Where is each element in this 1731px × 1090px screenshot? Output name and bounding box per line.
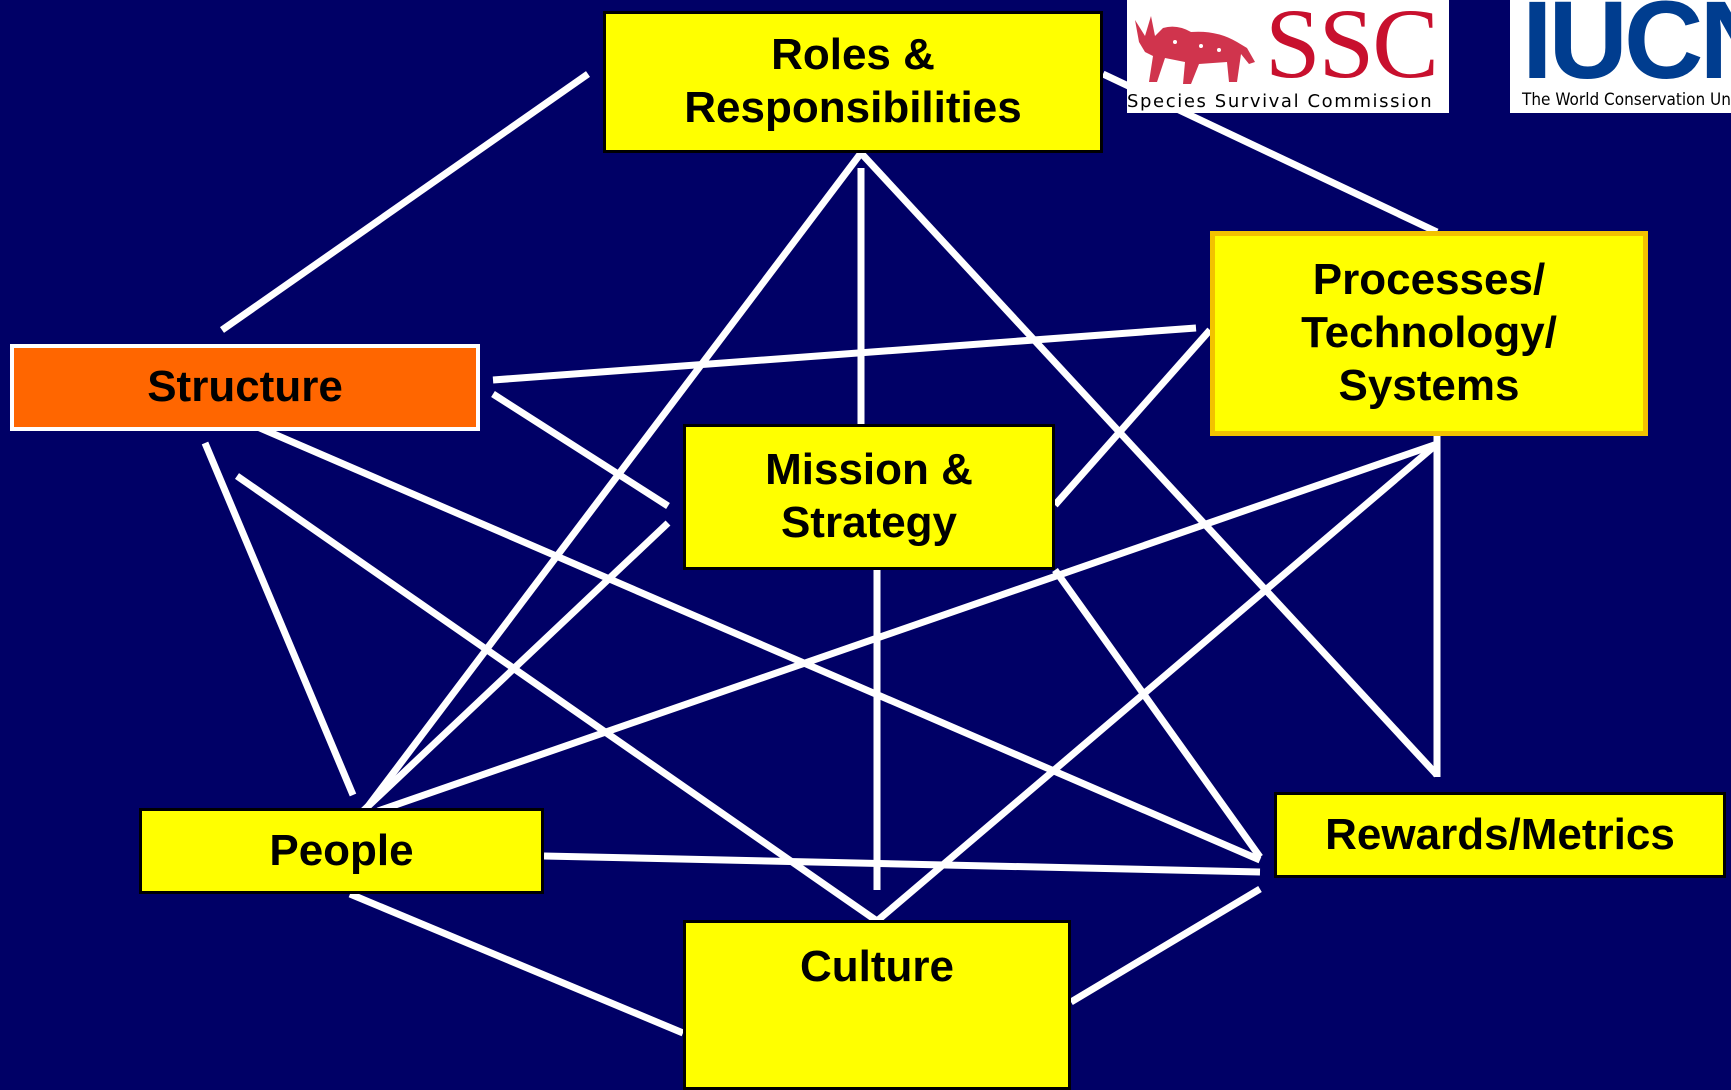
ssc-logo: SSC Species Survival Commission	[1127, 0, 1449, 113]
rock-art-animal-icon	[1135, 16, 1255, 84]
connector-culture-rewards	[1069, 885, 1262, 1006]
node-processes-technology-systems: Processes/ Technology/ Systems	[1210, 231, 1648, 436]
connector-structure-culture	[235, 473, 879, 924]
node-people: People	[139, 808, 544, 894]
iucn-acronym: IUCN	[1522, 0, 1731, 102]
connector-structure-processes	[492, 324, 1197, 384]
connector-mission-people	[360, 520, 671, 814]
connector-roles-rewards	[858, 150, 1440, 778]
ssc-acronym: SSC	[1265, 0, 1439, 99]
node-rewards-metrics: Rewards/Metrics	[1274, 792, 1726, 878]
connector-processes-people	[376, 440, 1439, 815]
ssc-full-name: Species Survival Commission	[1127, 91, 1434, 112]
node-roles-responsibilities: Roles & Responsibilities	[603, 11, 1103, 153]
iucn-logo: IUCN The World Conservation Union	[1510, 0, 1731, 113]
connector-processes-mission	[1052, 327, 1213, 508]
node-culture: Culture	[683, 920, 1071, 1090]
connector-roles-people	[360, 150, 864, 816]
connector-mission-rewards	[1052, 567, 1263, 860]
connector-structure-mission	[491, 391, 670, 509]
connector-structure-roles	[219, 71, 591, 333]
connector-people-culture	[348, 890, 685, 1037]
connector-structure-rewards	[251, 421, 1262, 864]
iucn-full-name: The World Conservation Union	[1522, 90, 1731, 110]
connector-structure-people	[201, 441, 357, 797]
node-mission-strategy: Mission & Strategy	[683, 424, 1055, 570]
connector-processes-culture	[874, 441, 1440, 924]
node-structure: Structure	[10, 344, 480, 431]
connector-people-rewards	[543, 852, 1261, 876]
